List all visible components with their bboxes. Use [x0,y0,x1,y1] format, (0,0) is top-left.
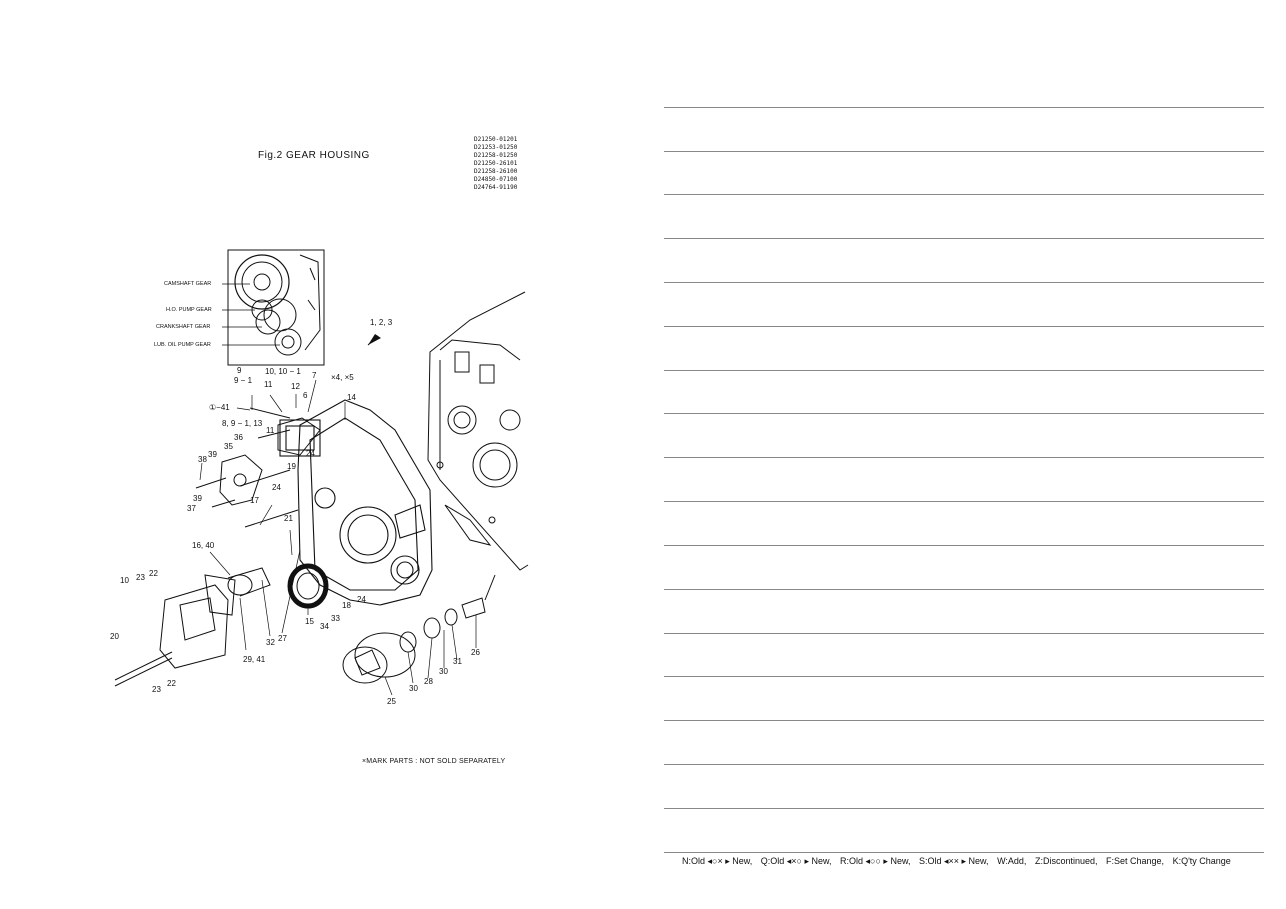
part-code: D21250-01201 [474,136,518,143]
part-code: D21250-26101 [474,160,518,167]
callout: 15 [305,617,314,626]
callout: 16, 40 [192,541,215,550]
callout: 24 [272,483,281,492]
callout: 18 [342,601,351,610]
top-plate [249,407,321,456]
callout: 34 [320,622,329,631]
inset-label: LUB. OIL PUMP GEAR [154,342,211,348]
callout: 39 [193,494,202,503]
callout: 19 [287,462,296,471]
rule-line [664,764,1264,765]
inset-label: H.O. PUMP GEAR [166,307,212,313]
gear-housing-drawing [114,249,529,696]
legend-item: W:Add, [997,856,1027,866]
legend-item: S:Old ◂×× ▸ New, [918,856,989,866]
legend-item: K:Q'ty Change [1172,856,1231,866]
callout: 27 [278,634,287,643]
callout: 8, 9 − 1, 13 [222,419,263,428]
callout: 38 [198,455,207,464]
side-cover [195,454,299,528]
callout: 10 [120,576,129,585]
rule-line [664,238,1264,239]
callout: 20 [110,632,119,641]
part-code-list: D21250-01201 D21253-01250 D21258-01250 D… [474,136,517,192]
callout: 39 [208,450,217,459]
rule-line [664,720,1264,721]
callout: 11 [266,426,275,435]
part-code: D21253-01250 [474,144,518,151]
callout: 9 [237,366,242,375]
callout: 24 [306,449,315,458]
rule-line [664,151,1264,152]
rule-line [664,545,1264,546]
change-code-legend: N:Old ◂○× ▸ New, Q:Old ◂×○ ▸ New, R:Old … [682,856,1237,867]
rule-line [664,852,1264,853]
callout: 36 [234,433,243,442]
callout: 30 [409,684,418,693]
rule-line [664,370,1264,371]
callout: 22 [167,679,176,688]
legend-item: R:Old ◂○○ ▸ New, [840,856,911,866]
legend-item: Q:Old ◂×○ ▸ New, [760,856,832,866]
callout: 26 [471,648,480,657]
callout: 30 [439,667,448,676]
callout: 37 [187,504,196,513]
footnote: ×MARK PARTS : NOT SOLD SEPARATELY [362,758,506,765]
callout: ×4, ×5 [331,373,354,382]
part-code: D21258-01250 [474,152,518,159]
inset-label: CAMSHAFT GEAR [164,281,212,287]
rule-line [664,282,1264,283]
legend-item: F:Set Change, [1106,856,1165,866]
callout: 31 [453,657,462,666]
callout: 14 [347,393,356,402]
ruled-lines [664,0,1264,909]
callout: 32 [266,638,275,647]
rule-line [664,326,1264,327]
callout: 23 [152,685,161,694]
callout: 28 [424,677,433,686]
engine-block [427,291,529,571]
gear-train-inset [227,249,325,366]
callout: 6 [303,391,308,400]
legend-item: N:Old ◂○× ▸ New, [682,856,753,866]
rule-line [664,808,1264,809]
rule-line [664,107,1264,108]
callout: 9 − 1 [234,376,253,385]
rule-line [664,633,1264,634]
idler-gear-assembly [342,574,496,684]
part-code: D21258-26100 [474,168,518,175]
legend-item: Z:Discontinued, [1034,856,1098,866]
callout: 35 [224,442,233,451]
callout: 1, 2, 3 [370,318,393,327]
callout: 25 [387,697,396,706]
callout: 17 [250,496,259,505]
rule-line [664,676,1264,677]
part-code: D24764-91190 [474,184,518,191]
callout: 29, 41 [243,655,266,664]
callout: 11 [264,380,273,389]
figure-title: Fig.2 GEAR HOUSING [258,150,370,161]
callout: 21 [284,514,293,523]
rule-line [664,457,1264,458]
rule-line [664,501,1264,502]
callout: 33 [331,614,340,623]
inset-label: CRANKSHAFT GEAR [156,324,211,330]
callout: ①−41 [209,403,230,412]
callout: 12 [291,382,300,391]
part-code: D24850-07100 [474,176,518,183]
callout: 23 [136,573,145,582]
callout: 7 [312,371,317,380]
callout: 22 [149,569,158,578]
callout: 10, 10 − 1 [265,367,301,376]
rule-line [664,589,1264,590]
hydraulic-pump [114,567,271,687]
rule-line [664,194,1264,195]
callout: 24 [357,595,366,604]
rule-line [664,413,1264,414]
